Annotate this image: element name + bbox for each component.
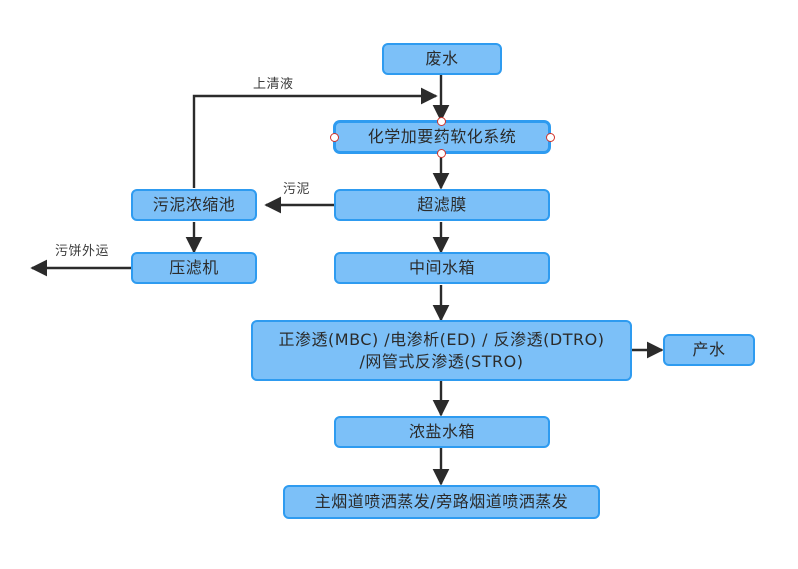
node-flue-spray-evaporation[interactable]: 主烟道喷洒蒸发/旁路烟道喷洒蒸发 — [283, 485, 600, 519]
node-sludge-thickening-tank[interactable]: 污泥浓缩池 — [131, 189, 257, 221]
port-softening-left[interactable] — [330, 133, 339, 142]
port-softening-right[interactable] — [546, 133, 555, 142]
node-membrane-treatment-stack[interactable]: 正渗透(MBC) /电渗析(ED) / 反渗透(DTRO) /网管式反渗透(ST… — [251, 320, 632, 381]
edge-label-cake-transport: 污饼外运 — [55, 244, 110, 259]
node-intermediate-water-tank[interactable]: 中间水箱 — [334, 252, 550, 284]
edge-label-supernatant: 上清液 — [253, 77, 294, 92]
node-filter-press[interactable]: 压滤机 — [131, 252, 257, 284]
port-softening-bottom[interactable] — [437, 149, 446, 158]
node-product-water[interactable]: 产水 — [663, 334, 755, 366]
node-ultrafiltration-membrane[interactable]: 超滤膜 — [334, 189, 550, 221]
node-concentrated-brine-tank[interactable]: 浓盐水箱 — [334, 416, 550, 448]
edge-label-sludge: 污泥 — [283, 182, 311, 197]
node-wastewater[interactable]: 废水 — [382, 43, 502, 75]
port-softening-top[interactable] — [437, 117, 446, 126]
